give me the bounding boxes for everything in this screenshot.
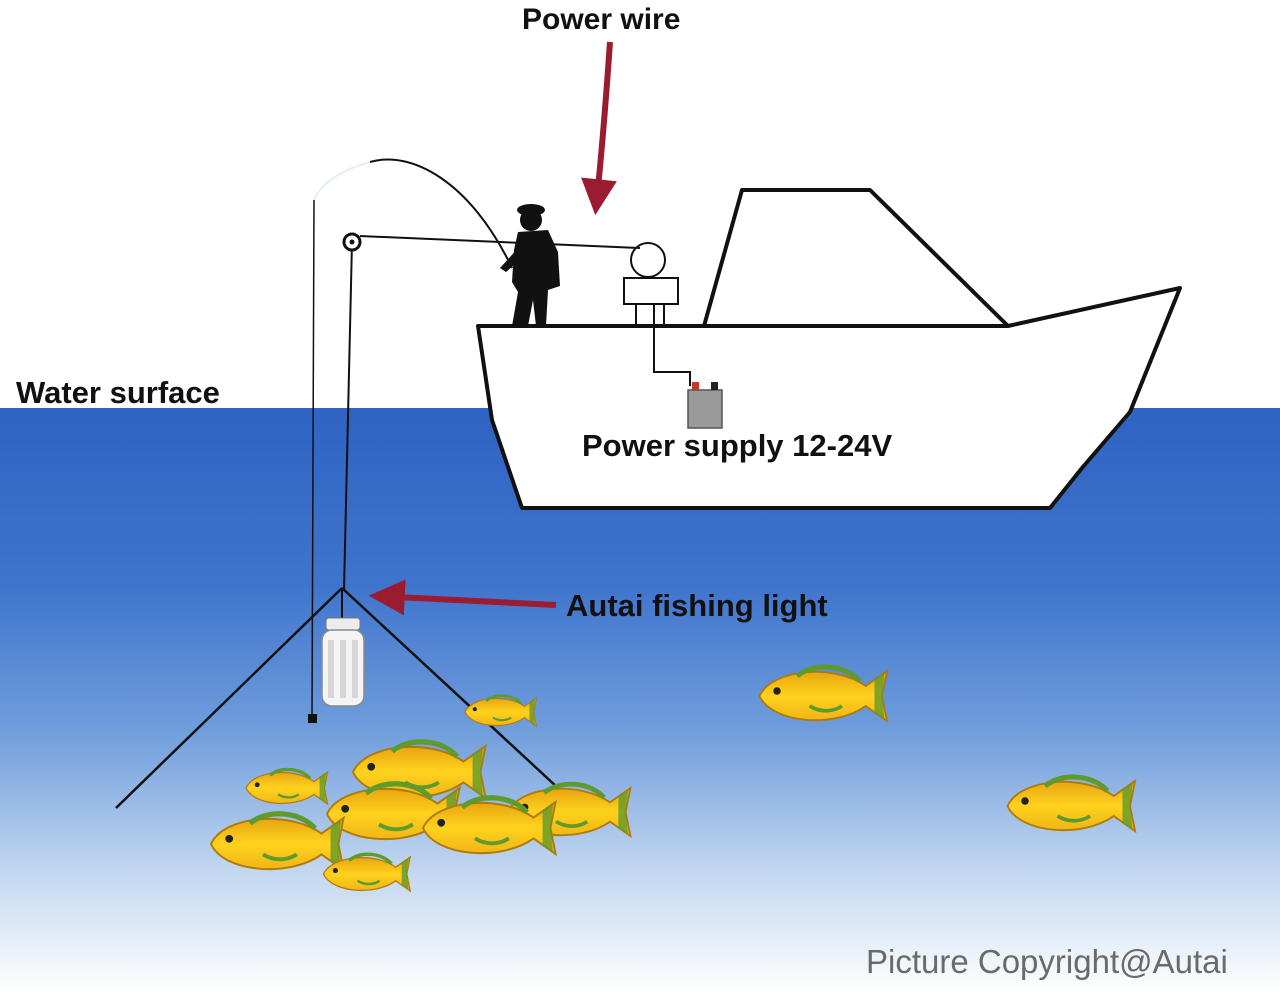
water-surface-label: Water surface	[16, 375, 220, 410]
fisherman-icon	[500, 204, 560, 326]
pulley-pole	[342, 232, 362, 591]
reel-icon	[623, 242, 679, 326]
power-wire-line	[359, 235, 641, 249]
fishing-light-label: Autai fishing light	[566, 588, 828, 623]
copyright-label: Picture Copyright@Autai	[866, 943, 1228, 980]
battery-icon	[687, 382, 723, 429]
boat-cabin	[702, 188, 1010, 328]
fishing-rod	[308, 158, 513, 723]
power-supply-label: Power supply 12-24V	[582, 428, 893, 463]
fishing-light-arrow	[368, 579, 557, 616]
light-net-frame	[115, 587, 559, 809]
power-wire-arrow	[581, 41, 617, 216]
battery-cable	[653, 304, 691, 386]
lamp-icon	[321, 588, 365, 707]
power-wire-label: Power wire	[522, 3, 681, 36]
